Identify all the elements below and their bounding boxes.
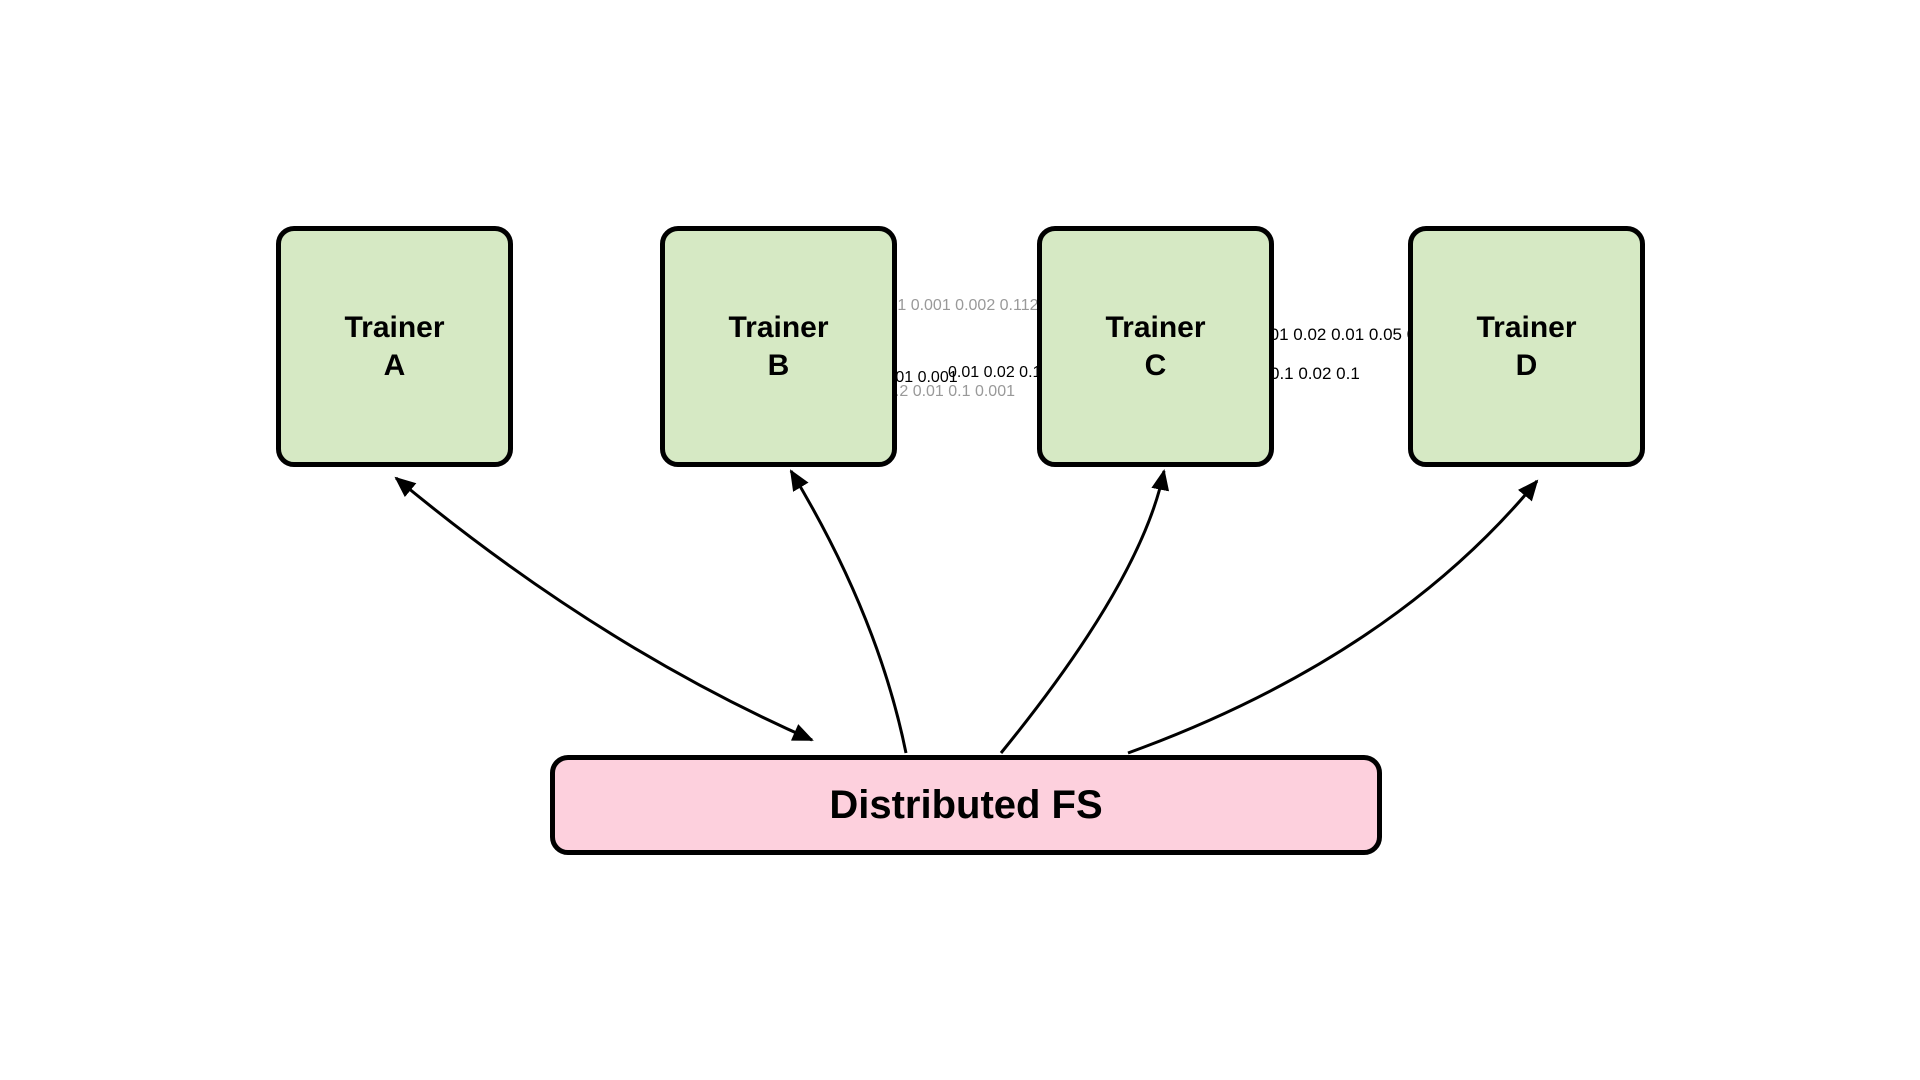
stream-number: 0.01 0.02 0.15 <box>948 364 1051 381</box>
stream-number: 0.1 0.02 0.1 <box>1270 364 1360 383</box>
node-distributed-fs: Distributed FS <box>550 755 1382 855</box>
trainer-d-label-line1: Trainer <box>1476 310 1577 344</box>
stream-number: 0.2 0.01 0.1 0.001 <box>886 383 1015 400</box>
trainer-a-label-line1: Trainer <box>344 310 445 344</box>
node-trainer-b: Trainer B <box>660 226 897 467</box>
trainer-b-label-line1: Trainer <box>728 310 829 344</box>
node-trainer-c: Trainer C <box>1037 226 1274 467</box>
trainer-d-label-line2: D <box>1515 348 1538 382</box>
trainer-b-label-line2: B <box>767 348 790 382</box>
stream-number: 0.01 0.001 <box>882 369 958 386</box>
stream-number: 0.1 0.001 0.002 0.112 <box>884 297 1039 314</box>
trainer-a-label-line2: A <box>383 348 406 382</box>
node-trainer-d: Trainer D <box>1408 226 1645 467</box>
trainer-c-label-line2: C <box>1144 348 1167 382</box>
distributed-fs-label: Distributed FS <box>829 782 1103 827</box>
trainer-c-label-line1: Trainer <box>1105 310 1206 344</box>
stream-number: 0.001 0.02 0.01 0.05 0.1 <box>1246 325 1431 344</box>
node-trainer-a: Trainer A <box>276 226 513 467</box>
